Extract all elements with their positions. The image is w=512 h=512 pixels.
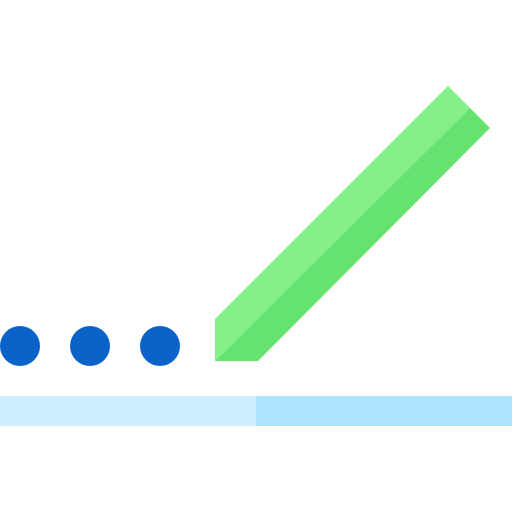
dot-3	[140, 326, 180, 366]
baseline-right	[256, 396, 512, 426]
baseline-left	[0, 396, 256, 426]
dot-1	[0, 326, 40, 366]
pencil-dark-half	[215, 108, 490, 361]
pencil-light-half	[215, 86, 470, 361]
dot-2	[70, 326, 110, 366]
